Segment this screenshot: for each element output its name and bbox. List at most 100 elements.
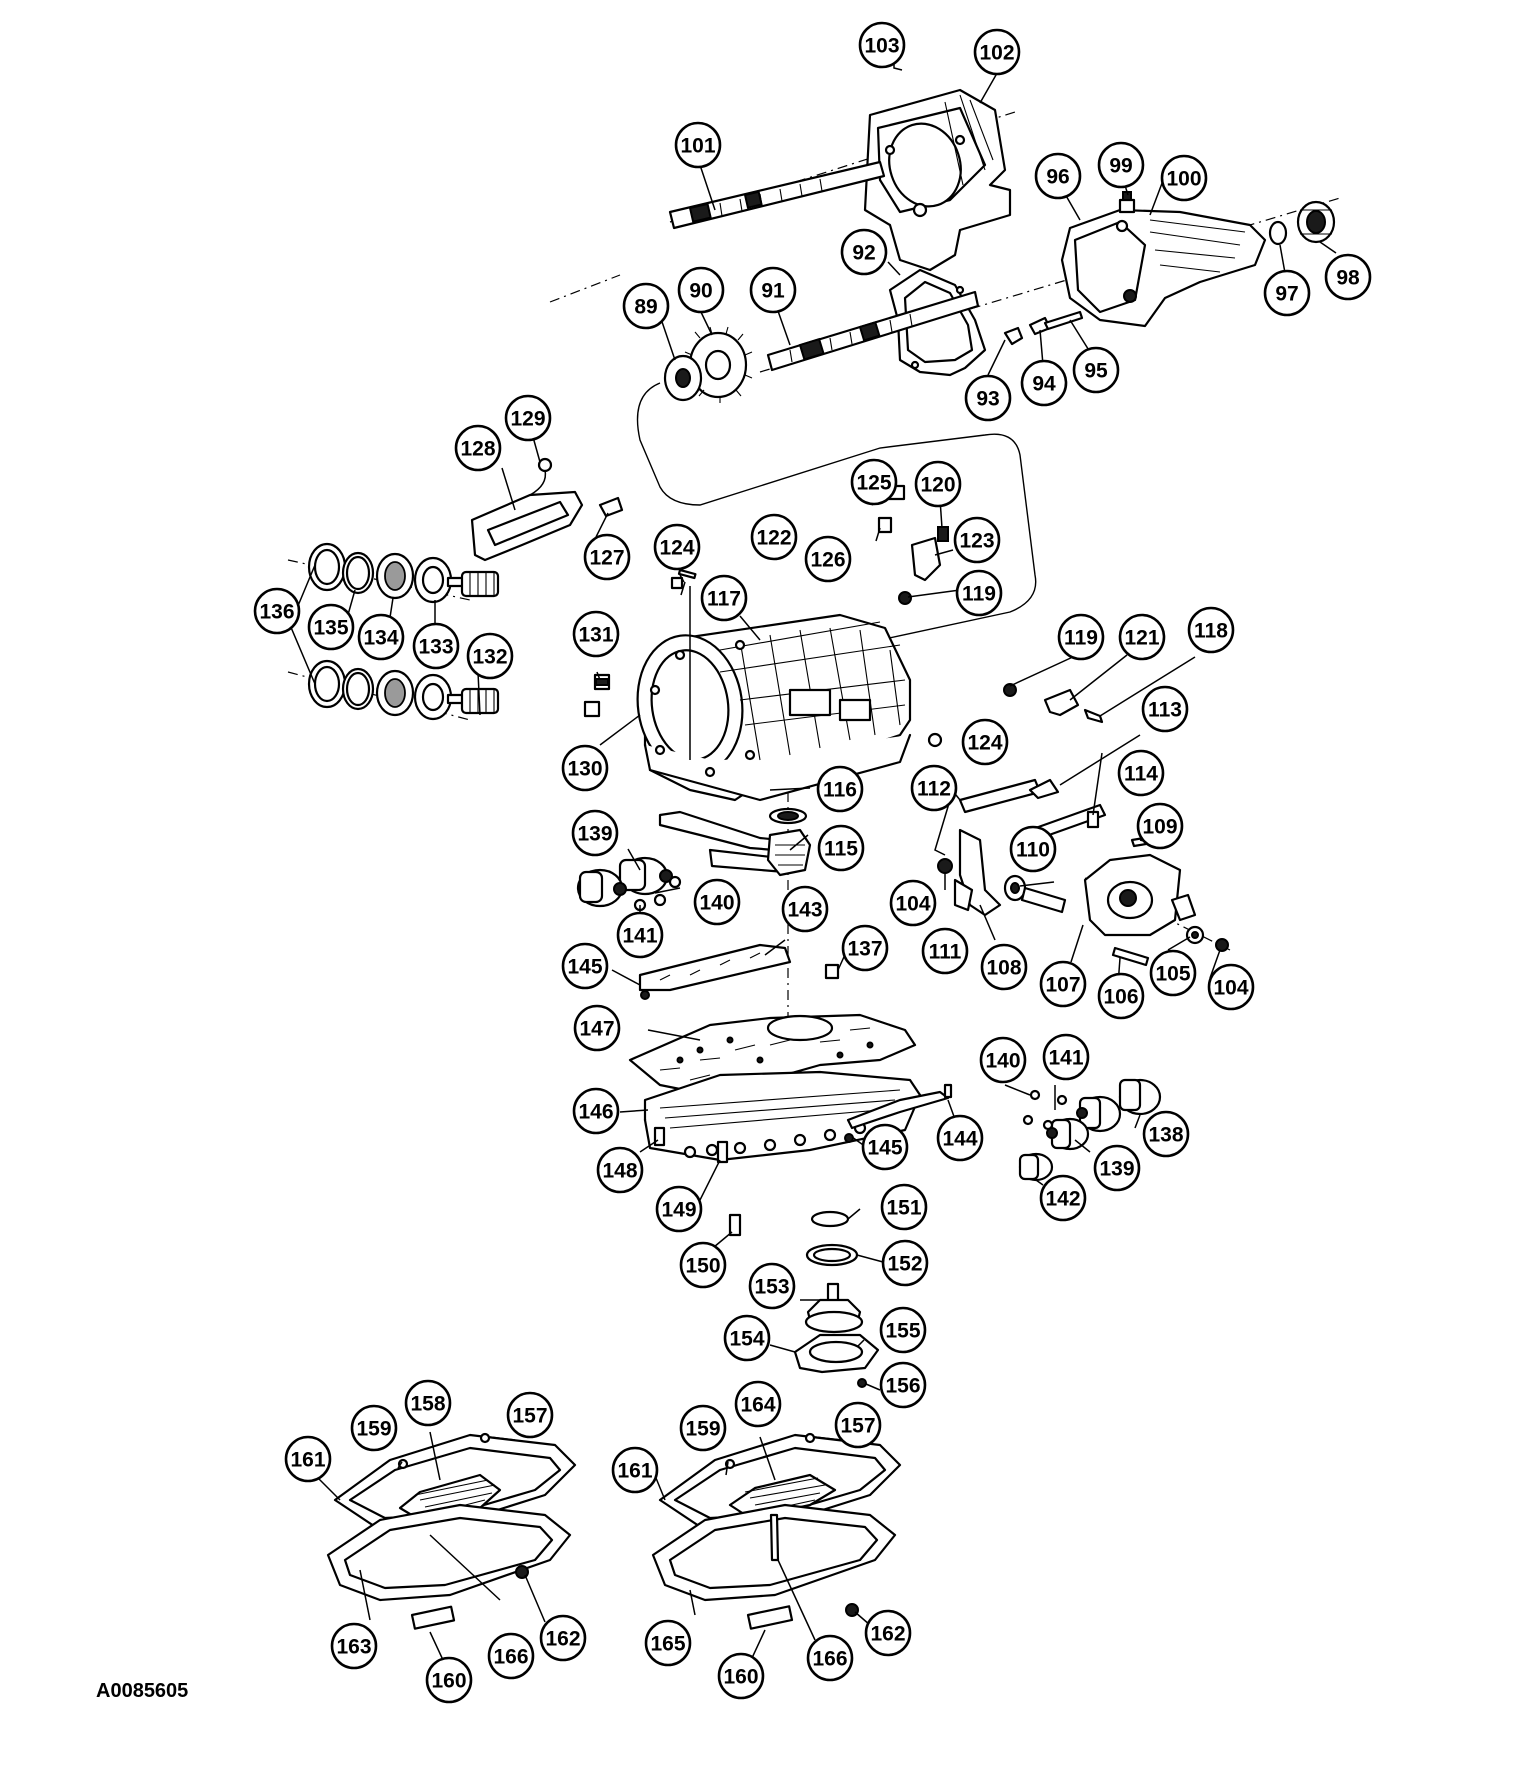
callout-number: 121 [1124,627,1159,650]
callout-number: 111 [929,941,962,964]
separator-plate-part [628,1013,917,1097]
callout-circle [307,603,355,651]
callout: 94 [1020,359,1068,407]
callout-number: 161 [617,1460,652,1483]
callout: 101 [674,121,722,169]
callout-number: 109 [1142,816,1177,839]
callout-number: 140 [699,892,734,915]
callout-circle [573,1004,621,1052]
callout-number: 142 [1045,1188,1080,1211]
callout-circle [679,1404,727,1452]
sprocket-part [663,326,753,403]
left-oil-pan-assembly [326,1432,577,1630]
callout-circle [539,1614,587,1662]
callout: 106 [1097,972,1145,1020]
callout-number: 156 [885,1375,920,1398]
callout: 161 [284,1435,332,1483]
callout: 104 [889,879,937,927]
callout: 130 [561,744,609,792]
callout: 118 [1187,606,1235,654]
callout: 129 [504,394,552,442]
callout: 150 [679,1241,727,1289]
callout: 90 [677,266,725,314]
callout-number: 144 [942,1128,977,1151]
leader-lines [289,51,1337,1661]
callout-number: 128 [460,438,495,461]
callout-number: 103 [864,35,899,58]
callout-circle [964,374,1012,422]
callout-circle [1093,1144,1141,1192]
callout-circle [781,885,829,933]
callout-circle [834,1401,882,1449]
callout-circle [466,632,514,680]
callout-circle [1117,749,1165,797]
callout-number: 129 [510,408,545,431]
callout: 145 [861,1123,909,1171]
callout-number: 124 [659,537,694,560]
right-oil-pan-assembly [651,1432,902,1630]
callout: 120 [914,460,962,508]
callout-circle [889,879,937,927]
filter-bracket-parts [658,807,812,877]
callout-circle [816,765,864,813]
callout: 149 [655,1185,703,1233]
callout-circle [1020,359,1068,407]
callout: 166 [487,1632,535,1680]
callout-circle [561,942,609,990]
callout-number: 125 [856,472,891,495]
callout-circle [864,1609,912,1657]
callout-number: 127 [589,547,624,570]
callout: 133 [412,622,460,670]
callout: 137 [841,924,889,972]
callout-number: 115 [824,838,858,861]
callout-circle [1141,685,1189,733]
callout-number: 97 [1275,283,1298,306]
callout: 164 [734,1380,782,1428]
callout-circle [1097,141,1145,189]
callout: 97 [1263,269,1311,317]
callout-number: 118 [1194,620,1228,643]
callout: 89 [622,282,670,330]
callout-number: 116 [823,779,857,802]
callout-circle [881,1239,929,1287]
callout: 151 [880,1183,928,1231]
callout-number: 91 [761,280,785,303]
solenoid-cluster-left [576,856,682,912]
callout: 148 [596,1146,644,1194]
callout: 93 [964,374,1012,422]
callout-circle [817,824,865,872]
callout-circle [979,1036,1027,1084]
output-shaft-part [668,160,886,230]
callout-number: 147 [579,1018,614,1041]
callout-circle [910,764,958,812]
transmission-case-part [636,613,912,802]
callout-number: 150 [685,1255,720,1278]
callout: 127 [583,533,631,581]
callout-circle [506,1391,554,1439]
callout-circle [1072,346,1120,394]
callout-number: 165 [650,1633,685,1656]
callout-circle [404,1379,452,1427]
callout: 122 [750,513,798,561]
callout: 140 [979,1036,1027,1084]
callout-number: 126 [810,549,845,572]
callout-circle [487,1632,535,1680]
callout-number: 159 [685,1418,720,1441]
callout-number: 120 [920,474,955,497]
callout: 119 [955,569,1003,617]
callout-number: 117 [707,588,741,611]
callout-number: 110 [1016,839,1050,862]
callout: 140 [693,878,741,926]
callout: 126 [804,535,852,583]
servo-parts-lower-row [307,659,500,721]
callout-number: 135 [313,617,348,640]
callout-circle [879,1306,927,1354]
callout: 107 [1039,960,1087,1008]
callout: 124 [653,523,701,571]
callout: 155 [879,1306,927,1354]
callout-number: 166 [812,1648,847,1671]
callout-number: 124 [967,732,1002,755]
callout-number: 139 [1099,1158,1134,1181]
callout-circle [330,1622,378,1670]
